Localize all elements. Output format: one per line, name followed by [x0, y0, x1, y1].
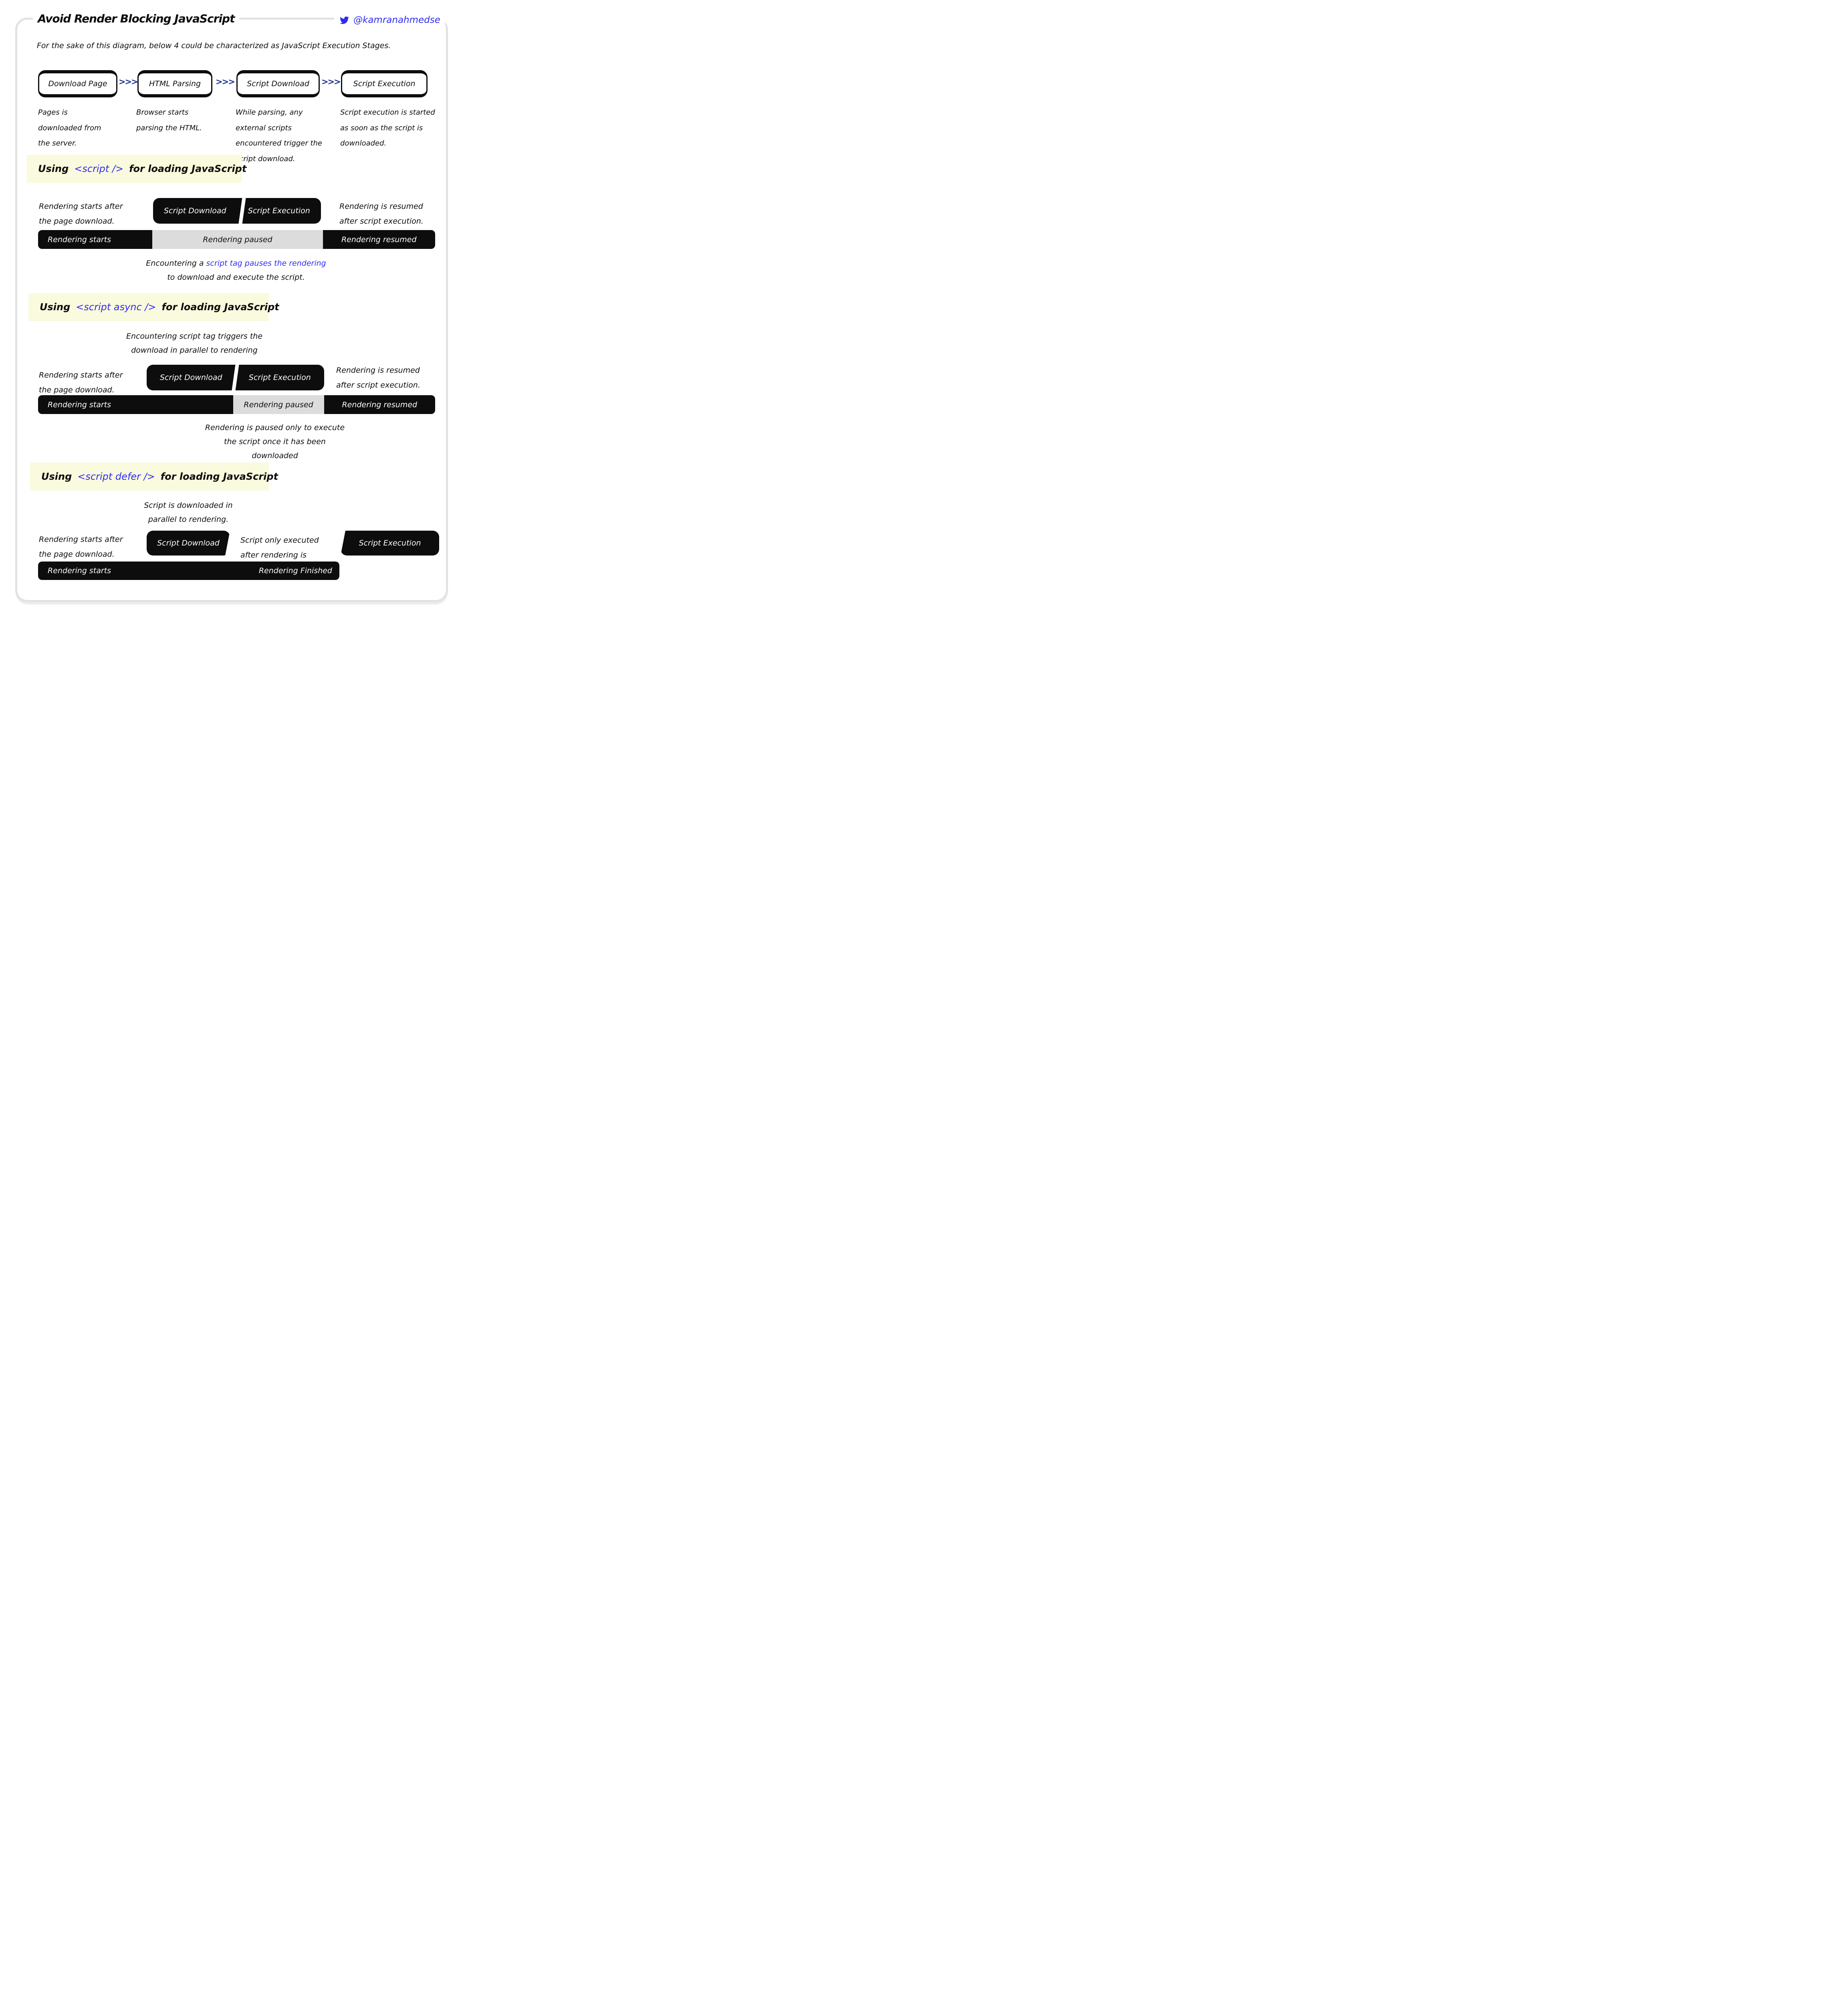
timeline-seg-paused: Rendering paused: [233, 395, 324, 414]
left-note: Rendering starts after the page download…: [39, 535, 123, 559]
pill-label: Script Execution: [359, 539, 421, 547]
pill-script-download: Script Download: [147, 531, 230, 556]
heading-prefix: Using: [41, 471, 72, 482]
chevron-right-icon: >>>: [216, 77, 235, 87]
left-note: Rendering starts after the page download…: [39, 202, 123, 226]
stage-box-script-download: Script Download: [236, 70, 320, 97]
stage-box-html-parsing: HTML Parsing: [137, 70, 212, 97]
section-heading: Using <script defer /> for loading JavaS…: [30, 463, 278, 491]
timeline-seg-paused: Rendering paused: [152, 230, 323, 249]
heading-code: <script />: [74, 163, 124, 174]
stage-box-download-page: Download Page: [38, 70, 117, 97]
pill-script-download: Script Download: [159, 373, 222, 382]
chevron-right-icon: >>>: [119, 77, 138, 87]
heading-prefix: Using: [40, 301, 71, 313]
heading-prefix: Using: [38, 163, 69, 174]
heading-code: <script defer />: [77, 471, 155, 482]
intro-text: For the sake of this diagram, below 4 co…: [37, 41, 391, 50]
caption-bottom: Rendering is paused only to execute the …: [205, 423, 345, 461]
right-note: Rendering is resumed after script execut…: [339, 202, 424, 226]
timeline-seg-full: Rendering starts Rendering Finished: [38, 562, 339, 580]
twitter-icon: [340, 16, 349, 24]
pill-script-execution: Script Execution: [248, 206, 310, 215]
heading-suffix: for loading JavaScript: [161, 301, 279, 313]
script-phase-pills: Script Download Script Execution: [147, 365, 324, 390]
timeline-seg-start: Rendering starts: [38, 230, 153, 249]
twitter-handle[interactable]: @kamranahmedse: [334, 12, 445, 28]
section-caption: Encountering a script tag pauses the ren…: [146, 257, 326, 285]
poster: Avoid Render Blocking JavaScript @kamran…: [0, 0, 462, 619]
pill-label: Script Download: [157, 539, 220, 547]
left-note: Rendering starts after the page download…: [39, 371, 123, 395]
timeline-label-start: Rendering starts: [48, 566, 111, 575]
pill-script-download: Script Download: [163, 206, 226, 215]
heading-code: <script async />: [76, 301, 156, 313]
section-heading: Using <script /> for loading JavaScript: [27, 155, 246, 183]
caption-top: Script is downloaded in parallel to rend…: [144, 501, 233, 524]
right-note: Rendering is resumed after script execut…: [336, 366, 420, 390]
stage-description: Pages is downloaded from the server.: [38, 108, 101, 148]
stage-box-script-execution: Script Execution: [341, 70, 428, 97]
caption-text: Encountering a: [146, 259, 206, 268]
stage-description: Script execution is started as soon as t…: [340, 108, 435, 148]
script-phase-pills: Script Download Script Execution: [153, 198, 321, 224]
rendering-timeline: Rendering starts Rendering paused Render…: [38, 395, 435, 414]
stage-label: HTML Parsing: [149, 79, 201, 88]
timeline-seg-resumed: Rendering resumed: [324, 395, 435, 414]
rendering-timeline: Rendering starts Rendering paused Render…: [38, 230, 435, 249]
timeline-label-finished: Rendering Finished: [258, 566, 332, 575]
page-title: Avoid Render Blocking JavaScript: [33, 10, 240, 28]
timeline-seg-resumed: Rendering resumed: [323, 230, 435, 249]
caption-highlight: script tag pauses the rendering: [206, 259, 326, 268]
stage-label: Script Execution: [353, 79, 416, 88]
twitter-handle-text: @kamranahmedse: [353, 15, 440, 25]
pill-script-execution: Script Execution: [341, 531, 439, 556]
stage-description: Browser starts parsing the HTML.: [136, 108, 202, 132]
heading-suffix: for loading JavaScript: [129, 163, 247, 174]
caption-text: to download and execute the script.: [167, 273, 305, 282]
pill-script-execution: Script Execution: [248, 373, 311, 382]
heading-suffix: for loading JavaScript: [160, 471, 278, 482]
stage-description: While parsing, any external scripts enco…: [236, 108, 323, 164]
stage-label: Download Page: [48, 79, 107, 88]
chevron-right-icon: >>>: [321, 77, 341, 87]
timeline-seg-start: Rendering starts: [38, 395, 233, 414]
section-heading: Using <script async /> for loading JavaS…: [28, 293, 279, 321]
rendering-timeline: Rendering starts Rendering Finished: [38, 562, 339, 580]
stage-label: Script Download: [247, 79, 309, 88]
caption-top: Encountering script tag triggers the dow…: [126, 332, 263, 355]
